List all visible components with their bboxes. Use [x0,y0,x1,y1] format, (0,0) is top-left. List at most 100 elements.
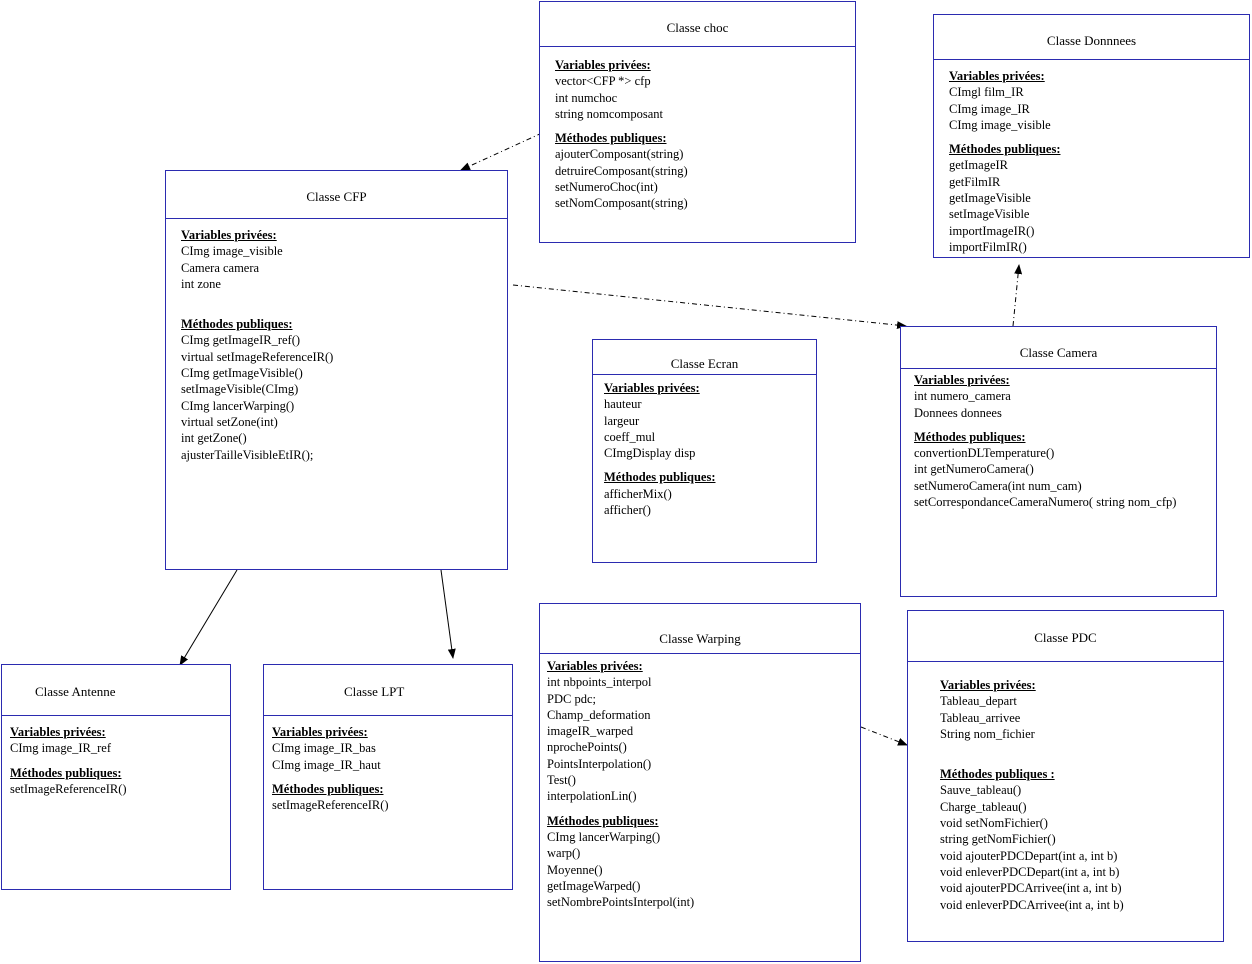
class-choc: Classe choc Variables privées: vector<CF… [539,1,856,243]
var-item: CImg image_IR_ref [10,741,112,756]
class-title: Classe Donnnees [934,15,1249,60]
method-item: virtual setZone(int) [181,414,278,429]
var-item: String nom_fichier [940,726,1035,741]
vars-label: Variables privées: [940,678,1036,692]
method-item: getImageIR [949,158,1009,173]
method-item: setImageVisible(CImg) [181,382,299,397]
var-item: CImg image_visible [949,117,1051,132]
method-item: warp() [547,846,581,861]
var-item: int numchoc [555,90,618,105]
class-pdc: Classe PDC Variables privées: Tableau_de… [907,610,1224,942]
method-item: detruireComposant(string) [555,163,688,178]
method-item: setImageReferenceIR() [272,798,389,813]
method-item: getImageVisible [949,191,1031,206]
var-item: CImg image_visible [181,244,283,259]
link-warping-pdc [860,726,908,746]
vars-label: Variables privées: [10,725,106,739]
method-item: Charge_tableau() [940,799,1027,814]
vars-label: Variables privées: [914,373,1010,387]
class-warping: Classe Warping Variables privées: int nb… [539,603,861,962]
method-item: ajusterTailleVisibleEtIR(); [181,447,314,462]
var-item: Tableau_arrivee [940,710,1021,725]
var-item: coeff_mul [604,429,656,444]
method-item: ajouterComposant(string) [555,147,684,162]
method-item: setNumeroCamera(int num_cam) [914,478,1082,493]
var-item: interpolationLin() [547,789,637,804]
method-item: CImg lancerWarping() [181,398,295,413]
method-item: importFilmIR() [949,239,1027,254]
methods-label: Méthodes publiques: [949,142,1061,157]
var-item: CImgDisplay disp [604,446,696,461]
method-item: virtual setImageReferenceIR() [181,349,334,364]
link-cfp-lpt [440,569,456,659]
class-cfp: Classe CFP Variables privées: CImg image… [165,170,508,570]
class-title: Classe CFP [166,171,507,219]
class-ecran: Classe Ecran Variables privées: hauteur … [592,339,817,563]
method-item: string getNomFichier() [940,832,1056,847]
var-item: Donnees donnees [914,405,1002,420]
method-item: void ajouterPDCArrivee(int a, int b) [940,881,1122,896]
methods-label: Méthodes publiques: [181,317,293,332]
class-title: Classe Camera [901,327,1216,369]
method-item: afficher() [604,503,651,518]
vars-label: Variables privées: [181,228,277,242]
methods-label: Méthodes publiques: [555,131,667,146]
method-item: void enleverPDCDepart(int a, int b) [940,864,1120,879]
var-item: CImgl film_IR [949,85,1024,100]
method-item: CImg getImageIR_ref() [181,333,301,348]
var-item: PointsInterpolation() [547,756,652,771]
method-item: void enleverPDCArrivee(int a, int b) [940,897,1124,912]
class-title: Classe LPT [264,665,512,716]
methods-label: Méthodes publiques: [547,813,659,828]
var-item: CImg image_IR_bas [272,741,376,756]
var-item: nprochePoints() [547,740,627,755]
method-item: void ajouterPDCDepart(int a, int b) [940,848,1118,863]
method-item: setCorrespondanceCameraNumero( string no… [914,495,1177,510]
var-item: int nbpoints_interpol [547,675,652,690]
vars-label: Variables privées: [604,381,700,395]
class-title: Classe Warping [540,604,860,654]
method-item: CImg lancerWarping() [547,829,661,844]
methods-label: Méthodes publiques: [604,470,716,485]
link-choc-cfp [460,132,543,171]
var-item: int numero_camera [914,389,1011,404]
method-item: Moyenne() [547,862,603,877]
method-item: convertionDLTemperature() [914,446,1055,461]
vars-label: Variables privées: [555,58,651,72]
method-item: getFilmIR [949,174,1001,189]
method-item: importImageIR() [949,223,1035,238]
class-title: Classe choc [540,2,855,47]
var-item: PDC pdc; [547,691,596,706]
class-donnees: Classe Donnnees Variables privées: CImgl… [933,14,1250,258]
var-item: vector<CFP *> cfp [555,74,651,89]
methods-label: Méthodes publiques : [940,767,1055,782]
class-title: Classe PDC [908,611,1223,662]
var-item: Test() [547,773,576,788]
var-item: imageIR_warped [547,724,634,739]
class-lpt: Classe LPT Variables privées: CImg image… [263,664,513,890]
method-item: getImageWarped() [547,878,641,893]
method-item: setNombrePointsInterpol(int) [547,895,695,910]
method-item: int getZone() [181,431,247,446]
var-item: largeur [604,413,640,428]
method-item: afficherMix() [604,486,672,501]
methods-label: Méthodes publiques: [10,765,122,780]
var-item: Camera camera [181,260,260,275]
var-item: CImg image_IR [949,101,1030,116]
class-camera: Classe Camera Variables privées: int num… [900,326,1217,597]
link-cfp-antenne [179,569,238,666]
var-item: int zone [181,276,221,291]
method-item: void setNomFichier() [940,816,1048,831]
method-item: setNumeroChoc(int) [555,180,658,195]
var-item: Champ_deformation [547,707,651,722]
class-title: Classe Antenne [2,665,230,716]
var-item: CImg image_IR_haut [272,757,381,772]
vars-label: Variables privées: [949,69,1045,83]
link-camera-donnees [1012,264,1023,327]
method-item: setNomComposant(string) [555,196,688,211]
method-item: CImg getImageVisible() [181,366,303,381]
class-title: Classe Ecran [593,340,816,375]
var-item: hauteur [604,397,642,412]
method-item: setImageReferenceIR() [10,781,127,796]
